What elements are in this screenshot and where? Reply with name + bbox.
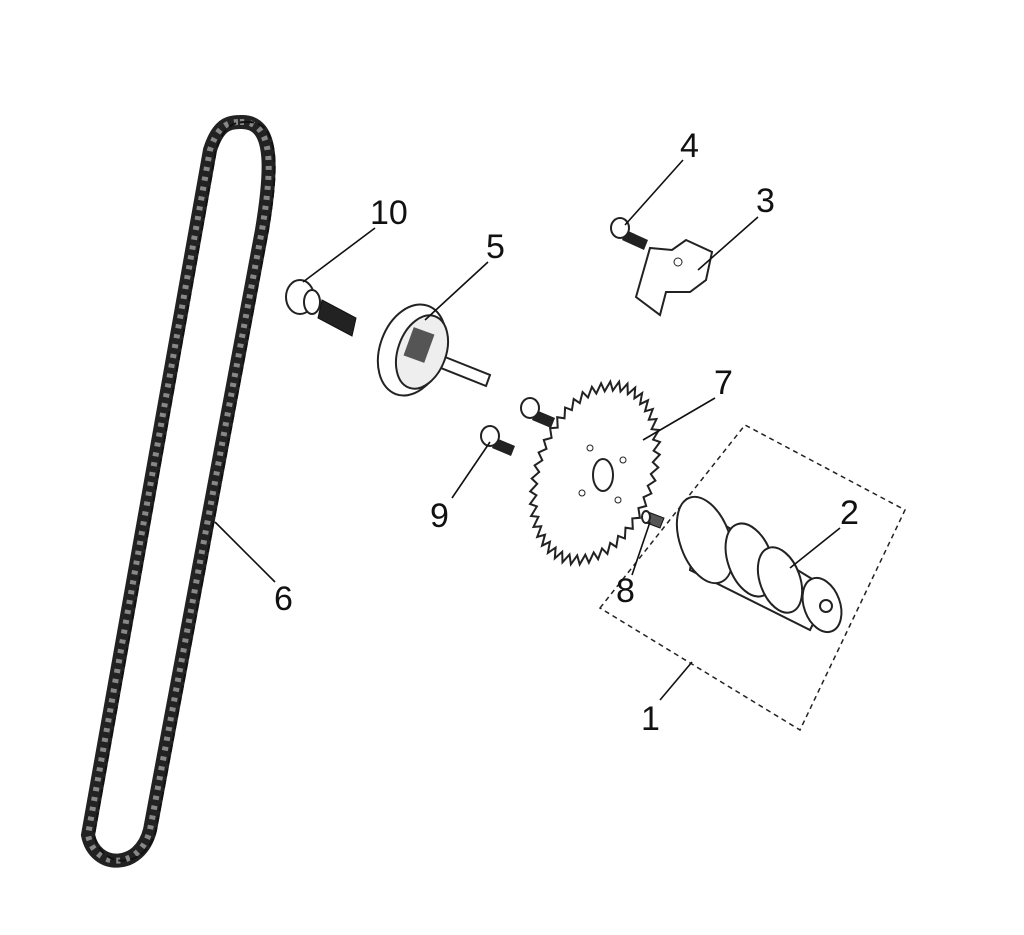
sprocket-bolt (480, 397, 555, 456)
callout-3: 3 (756, 182, 775, 220)
center-bolt (285, 279, 357, 337)
dowel-pin (641, 510, 665, 529)
decompressor-weight (376, 303, 492, 397)
callout-7: 7 (714, 364, 733, 402)
callout-4: 4 (680, 127, 699, 165)
callout-6: 6 (274, 580, 293, 618)
callout-1: 1 (641, 700, 660, 738)
callout-2: 2 (840, 494, 859, 532)
assembly-boundary (598, 424, 906, 732)
callout-9: 9 (430, 497, 449, 535)
cam-sprocket (528, 379, 662, 567)
callout-5: 5 (486, 228, 505, 266)
retainer-plate (634, 238, 714, 317)
plate-bolt (610, 217, 648, 250)
callout-8: 8 (616, 572, 635, 610)
camshaft (675, 495, 843, 634)
leader-lines (214, 159, 841, 701)
callout-10: 10 (370, 194, 408, 232)
timing-chain (80, 115, 276, 868)
